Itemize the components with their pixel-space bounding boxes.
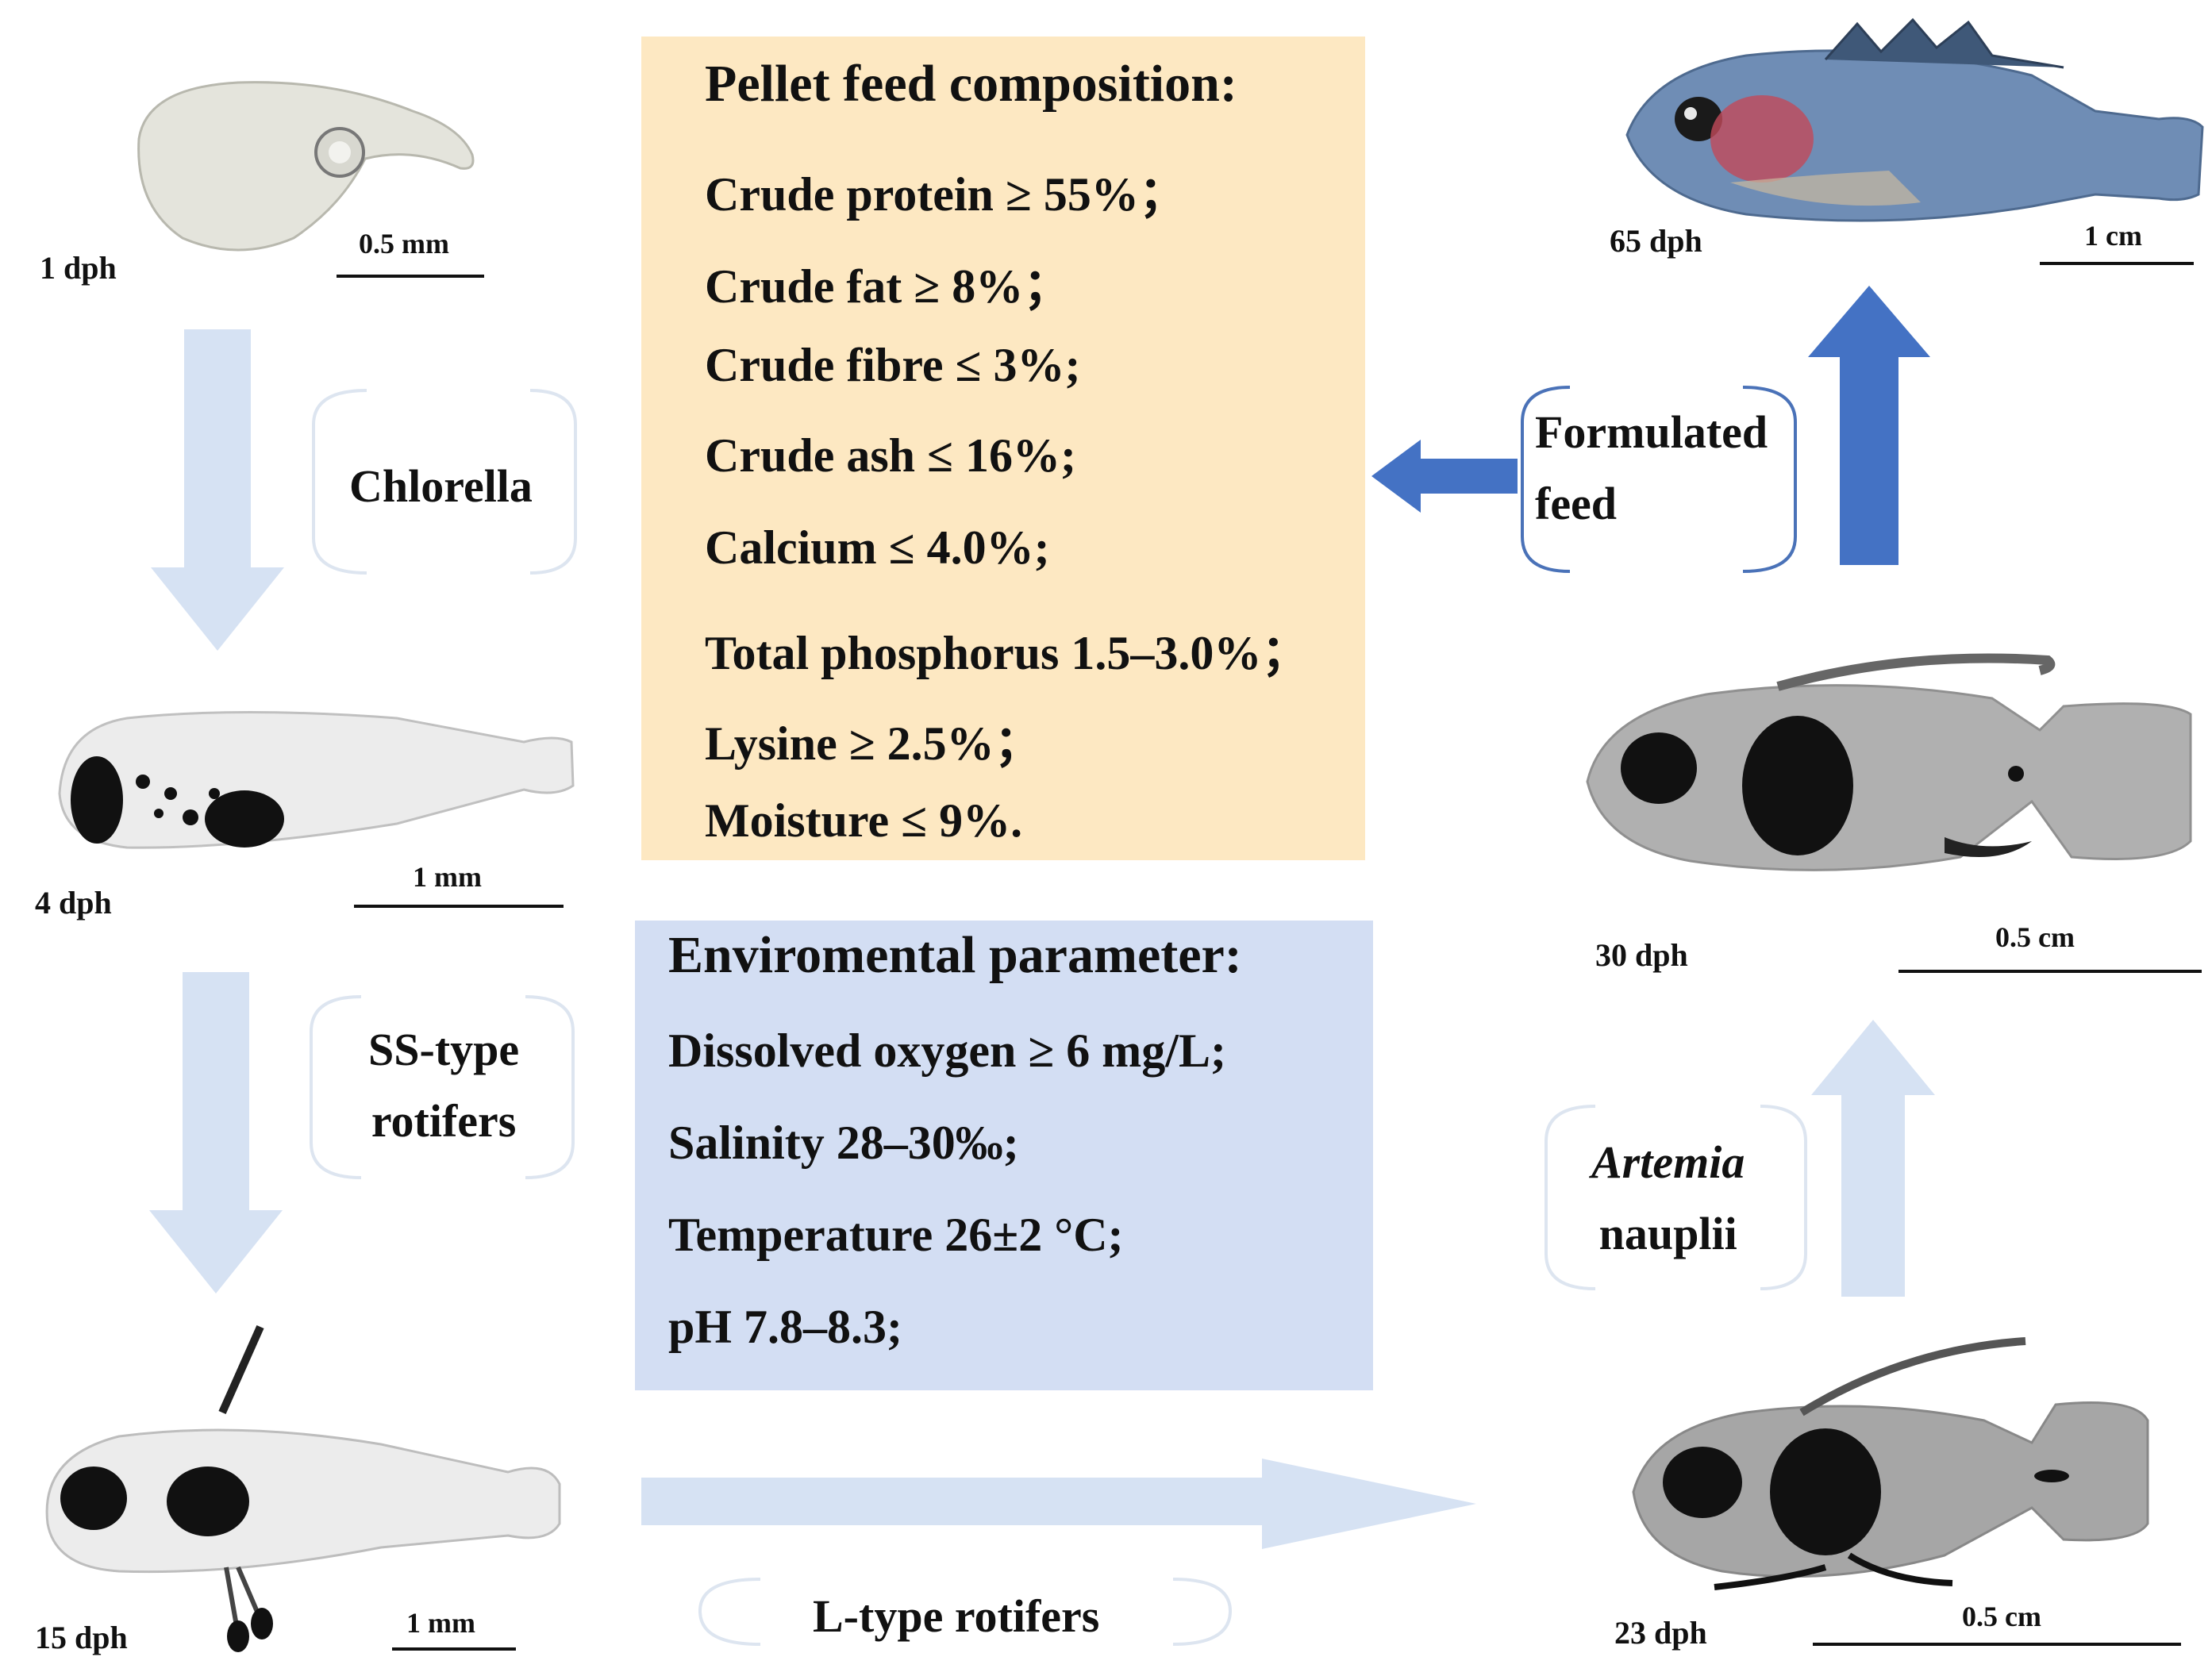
feed-label-ss-rotifers: SS-type rotifers (368, 1014, 519, 1157)
bracket-ltype-left (698, 1578, 761, 1646)
pellet-feed-item: Crude fibre ≤ 3%; (705, 339, 1081, 391)
scale-bar-1dph (337, 275, 484, 278)
scale-text-65dph: 1 cm (2084, 220, 2142, 252)
bracket-ss-right (525, 995, 575, 1179)
pellet-feed-item: Moisture ≤ 9%. (705, 794, 1023, 847)
arrow-right-1 (641, 1459, 1476, 1549)
scale-bar-30dph (1898, 970, 2202, 973)
bracket-artemia-right (1760, 1105, 1807, 1290)
bracket-artemia-left (1545, 1105, 1596, 1290)
pellet-feed-title: Pellet feed composition: (705, 55, 1237, 113)
juvenile-65dph-image (1625, 17, 2204, 222)
larva-1dph-image (137, 81, 475, 252)
pellet-feed-box: Pellet feed composition: Crude protein ≥… (641, 37, 1365, 860)
scale-text-1dph: 0.5 mm (359, 228, 449, 259)
pellet-feed-item: Crude ash ≤ 16%; (705, 429, 1076, 482)
environment-item: Dissolved oxygen ≥ 6 mg/L; (668, 1024, 1226, 1077)
scale-bar-65dph (2040, 262, 2194, 265)
bracket-formulated-right (1742, 386, 1797, 573)
arrow-up-1 (1811, 1020, 1935, 1297)
arrow-down-1 (151, 329, 284, 651)
scale-bar-15dph (392, 1647, 516, 1651)
pellet-feed-item: Crude fat ≥ 8%； (705, 260, 1071, 313)
stage-label-1dph: 1 dph (40, 250, 117, 286)
bracket-formulated-left (1521, 386, 1571, 573)
feed-label-ss-rotifers-line1: SS-type (368, 1024, 520, 1075)
feed-label-ss-rotifers-line2: rotifers (371, 1094, 517, 1147)
bracket-chlorella-right (529, 389, 577, 575)
stage-label-30dph: 30 dph (1595, 937, 1688, 973)
arrow-down-2 (149, 972, 283, 1294)
larva-23dph-image (1632, 1337, 2149, 1590)
stage-label-15dph: 15 dph (35, 1620, 128, 1655)
feed-label-chlorella: Chlorella (349, 460, 533, 512)
pellet-feed-item: Lysine ≥ 2.5%； (705, 717, 1042, 770)
pellet-feed-item: Total phosphorus 1.5–3.0%； (705, 627, 1310, 679)
scale-text-23dph: 0.5 cm (1962, 1601, 2041, 1632)
feed-label-artemia-line2: nauplii (1598, 1207, 1737, 1259)
larva-30dph-image (1586, 653, 2192, 871)
environment-title: Enviromental parameter: (668, 926, 1242, 984)
stage-label-4dph: 4 dph (35, 885, 112, 921)
environment-item: Temperature 26±2 °C; (668, 1209, 1124, 1261)
bracket-ltype-right (1172, 1578, 1233, 1646)
larva-15dph-image (45, 1324, 561, 1652)
feed-label-formulated: Formulated feed (1535, 397, 1768, 540)
feed-label-artemia: Artemia nauplii (1591, 1127, 1745, 1270)
scale-text-4dph: 1 mm (413, 861, 482, 893)
feed-label-formulated-line2: feed (1535, 477, 1618, 529)
scale-text-15dph: 1 mm (406, 1607, 475, 1639)
larva-4dph-image (58, 711, 575, 849)
scale-text-30dph: 0.5 cm (1995, 921, 2075, 953)
scale-bar-4dph (354, 905, 564, 908)
bracket-ss-left (310, 995, 362, 1179)
bracket-chlorella-left (312, 389, 367, 575)
pellet-feed-item: Calcium ≤ 4.0%; (705, 521, 1050, 574)
pellet-feed-item: Crude protein ≥ 55%； (705, 168, 1187, 221)
environment-item: Salinity 28–30‰; (668, 1117, 1019, 1169)
environment-box: Enviromental parameter: Dissolved oxygen… (635, 921, 1373, 1390)
arrow-up-2 (1808, 286, 1930, 565)
feed-label-l-rotifers: L-type rotifers (813, 1590, 1100, 1642)
stage-label-65dph: 65 dph (1610, 223, 1702, 259)
arrow-left-1 (1371, 440, 1518, 513)
feed-label-formulated-line1: Formulated (1535, 406, 1768, 458)
environment-item: pH 7.8–8.3; (668, 1301, 903, 1353)
scale-bar-23dph (1813, 1643, 2181, 1646)
feed-label-artemia-line1: Artemia (1591, 1136, 1745, 1188)
stage-label-23dph: 23 dph (1614, 1615, 1707, 1651)
